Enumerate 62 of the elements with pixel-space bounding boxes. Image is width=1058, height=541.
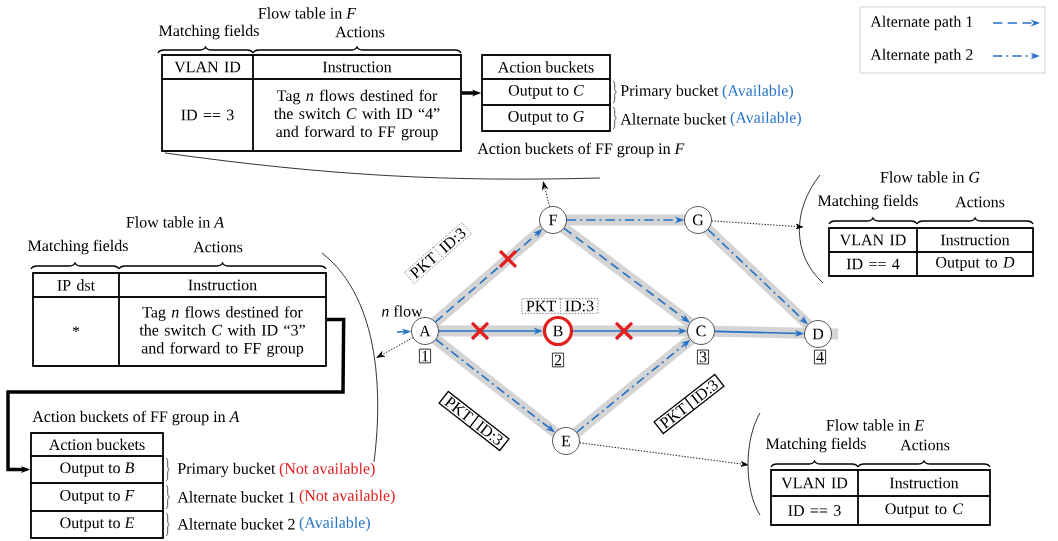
bucket-note: Alternate bucket 1	[177, 491, 295, 503]
arrow	[376, 337, 414, 358]
status-label: (Available)	[730, 111, 801, 127]
bucket-note: Alternate bucket 2	[177, 518, 295, 530]
number-box: 1	[419, 348, 431, 364]
legend-label: Alternate path 1	[870, 15, 973, 31]
table-cell: Output to D	[916, 251, 1034, 277]
brace-label: Matching fields	[766, 437, 866, 453]
table-title: Flow table in F	[258, 7, 357, 19]
bucket-note: Alternate bucket	[620, 113, 727, 125]
packet-tag: PKT ID:3	[438, 390, 510, 452]
flow-label: n flow	[381, 305, 423, 317]
table-cell: Instruction	[252, 54, 462, 80]
number-box: 2	[552, 352, 564, 368]
table-title: Flow table in G	[880, 171, 980, 183]
packet-tag: PKT ID:3	[521, 298, 599, 314]
brace-label: Matching fields	[818, 194, 918, 210]
table-cell: Action buckets	[30, 432, 164, 457]
number-box: 3	[697, 349, 709, 365]
table-cell: Tag n flows destined for the switch C with ID “4” and forward to FF group	[252, 78, 462, 152]
brace-label: Actions	[900, 439, 950, 451]
table-cell: Instruction	[857, 469, 991, 497]
bucket-note: Primary bucket	[177, 462, 276, 478]
status-label: (Not available)	[279, 462, 375, 478]
table-cell: Output to C	[857, 495, 991, 526]
arrow	[542, 181, 551, 208]
brace-label: Matching fields	[159, 24, 259, 40]
legend-label: Alternate path 2	[870, 48, 973, 64]
number-box: 4	[814, 349, 826, 365]
status-label: (Available)	[722, 84, 793, 100]
status-label: (Not available)	[299, 489, 395, 505]
table-cell: VLAN ID	[161, 54, 254, 80]
table-cell: Output to E	[30, 510, 164, 539]
table-cell: *	[32, 296, 120, 367]
table-cell: Output to B	[30, 455, 164, 484]
table-cell: ID == 3	[770, 495, 859, 526]
table-title: Flow table in E	[826, 419, 924, 431]
table-cell: VLAN ID	[828, 227, 918, 253]
bucket-group-title: Action buckets of FF group in F	[477, 142, 685, 158]
table-cell: Output to F	[30, 482, 164, 512]
table-cell: IP dst	[32, 272, 120, 298]
arrow	[579, 442, 749, 467]
table-cell: VLAN ID	[770, 469, 859, 497]
table-cell: Output to C	[481, 78, 611, 106]
brace-label: Actions	[193, 241, 243, 253]
table-cell: ID == 3	[161, 78, 254, 152]
brace-label: Actions	[955, 196, 1005, 208]
table-cell: ID == 4	[828, 251, 918, 277]
table-title: Flow table in A	[126, 216, 225, 228]
status-label: (Available)	[299, 516, 370, 532]
table-cell: Instruction	[916, 227, 1034, 253]
packet-tag: PKT ID:3	[404, 222, 472, 284]
arrow	[711, 220, 804, 230]
packet-tag: PKT ID:3	[653, 373, 725, 435]
table-cell: Instruction	[118, 272, 327, 298]
bucket-group-title: Action buckets of FF group in A	[32, 410, 240, 426]
table-cell: Tag n flows destined for the switch C with ID “3” and forward to FF group	[118, 296, 327, 367]
brace-label: Matching fields	[28, 239, 128, 255]
brace-label: Actions	[335, 26, 385, 38]
bucket-note: Primary bucket	[620, 84, 719, 100]
table-cell: Action buckets	[481, 54, 611, 80]
table-cell: Output to G	[481, 104, 611, 132]
